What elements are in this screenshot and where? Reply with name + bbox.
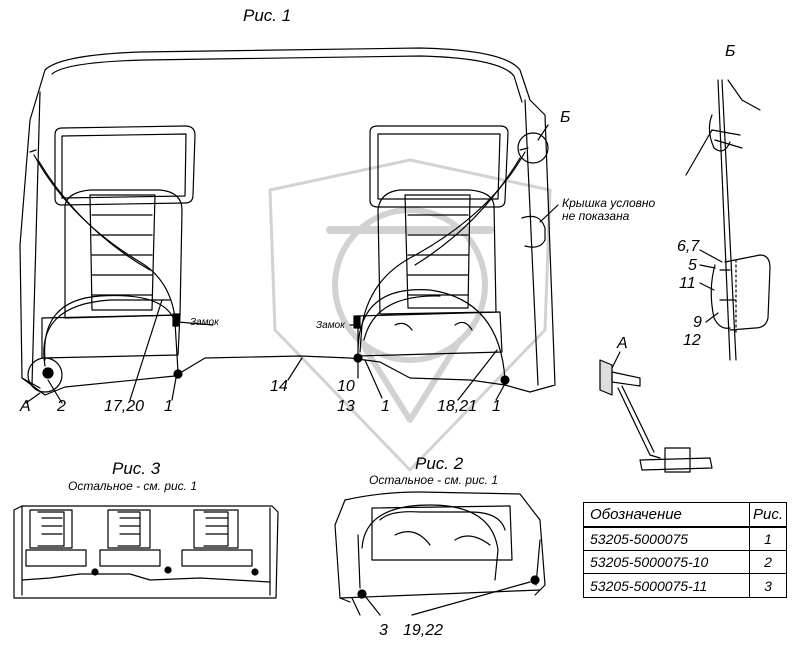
- table-cell-fig: 3: [749, 573, 787, 598]
- table-row: 53205-5000075-10 2: [583, 549, 787, 575]
- fig2-label-19-22: 19,22: [403, 622, 444, 639]
- fig2-drawing: [334, 491, 546, 616]
- fig2-title: Рис. 2: [415, 454, 464, 473]
- detail-b-drawing: [685, 79, 771, 361]
- fig1-label-17-20: 17,20: [104, 398, 145, 415]
- cover-note: Крышка условно не показана: [562, 197, 655, 223]
- watermark-logo: [268, 158, 552, 472]
- detail-a-drawing: [599, 351, 713, 473]
- table-row: 53205-5000075 1: [583, 526, 787, 551]
- fig3-subtitle: Остальное - см. рис. 1: [68, 479, 198, 493]
- fig1-label-18-21: 18,21: [437, 398, 478, 415]
- fig1-label-10: 10: [337, 378, 355, 395]
- fig1-label-1-right: 1: [492, 398, 501, 415]
- detail-b-label-6-7: 6,7: [677, 238, 700, 255]
- fig1-label-2: 2: [57, 398, 66, 415]
- fig1-label-13: 13: [337, 398, 355, 415]
- lock-label-left: Замок: [190, 317, 219, 328]
- fig3-drawing: [13, 505, 279, 599]
- fig1-label-14: 14: [270, 378, 288, 395]
- detail-b-label-11: 11: [679, 275, 696, 292]
- fig1-label-1-left: 1: [164, 398, 173, 415]
- table-header-fig: Рис.: [749, 502, 787, 528]
- detail-b-title: Б: [725, 43, 736, 60]
- lock-label-right: Замок: [316, 320, 345, 331]
- table-cell-designation: 53205-5000075-10: [583, 549, 750, 575]
- table-cell-fig: 1: [749, 526, 787, 551]
- fig1-cab-panel: [19, 47, 559, 404]
- fig1-title: Рис. 1: [243, 6, 292, 25]
- cover-note-line2: не показана: [562, 209, 630, 223]
- fig2-label-3: 3: [379, 622, 388, 639]
- callout-b: Б: [560, 109, 571, 126]
- fig1-label-1-mid: 1: [381, 398, 390, 415]
- designation-table: Обозначение Рис. 53205-5000075 1 53205-5…: [583, 502, 787, 598]
- fig2-subtitle: Остальное - см. рис. 1: [369, 473, 499, 487]
- cover-note-line1: Крышка условно: [562, 196, 656, 210]
- detail-b-label-12: 12: [683, 332, 701, 349]
- fig3-title: Рис. 3: [112, 459, 161, 478]
- detail-a-title: А: [617, 335, 628, 352]
- table-cell-fig: 2: [749, 549, 787, 575]
- detail-b-label-9: 9: [693, 314, 702, 331]
- table-header-designation: Обозначение: [583, 502, 750, 528]
- table-row: 53205-5000075-11 3: [583, 573, 787, 598]
- detail-b-label-5: 5: [688, 257, 697, 274]
- table-cell-designation: 53205-5000075-11: [583, 573, 750, 598]
- table-header-row: Обозначение Рис.: [583, 502, 787, 528]
- table-cell-designation: 53205-5000075: [583, 526, 750, 551]
- callout-a: А: [20, 398, 31, 415]
